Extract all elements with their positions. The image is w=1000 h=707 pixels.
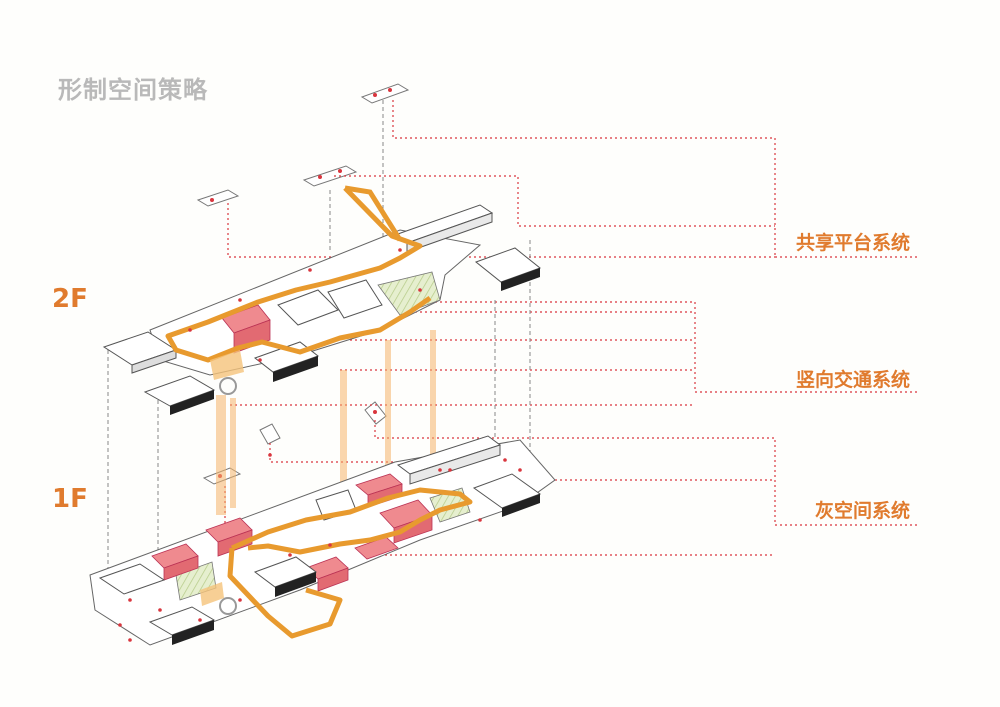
people-dots [118,248,522,642]
system-label-grey-space: 灰空间系统 [815,500,911,522]
vertical-transport-shafts [216,330,436,515]
floor-1f-plan [89,435,556,646]
floor-2f-plan [102,185,542,415]
icon-sketch-3 [196,189,240,207]
system-label-vertical-transport: 竖向交通系统 [796,369,911,391]
floor-label-2f: 2F [52,284,88,314]
page-title: 形制空间策略 [58,76,208,104]
icon-sketch-5 [259,423,281,445]
floor-label-1f: 1F [52,484,88,514]
icon-sketch-top [360,83,410,104]
system-label-shared-platform: 共享平台系统 [796,232,911,254]
icon-sketch-2 [302,165,358,187]
